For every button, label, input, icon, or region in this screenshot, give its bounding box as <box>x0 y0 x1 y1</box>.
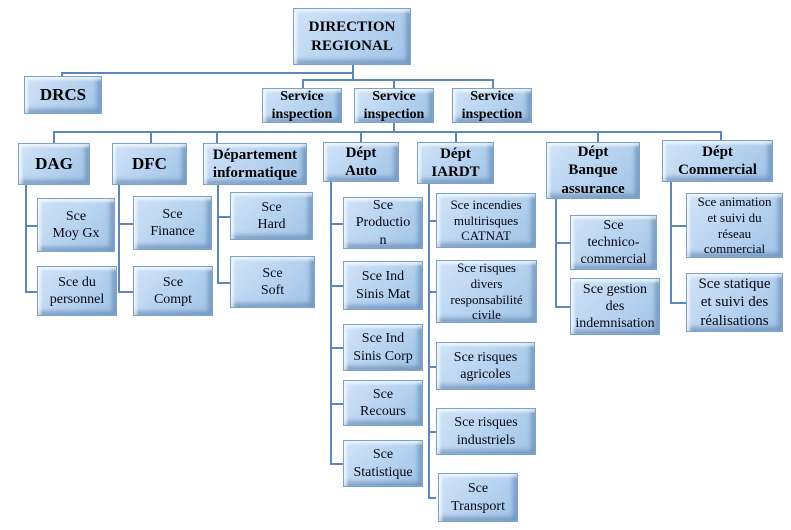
connector-line-vertical <box>492 79 494 88</box>
org-box-risques-divers: Sce risques divers responsabilité civile <box>436 260 537 323</box>
org-box-dag: DAG <box>18 143 90 185</box>
connector-line-horizontal <box>555 306 570 308</box>
connector-line-horizontal <box>670 302 686 304</box>
connector-line-vertical <box>393 123 395 131</box>
org-box-transport: Sce Transport <box>438 473 518 522</box>
org-box-gestion: Sce gestion des indemnisation <box>570 278 660 335</box>
connector-line-vertical <box>25 185 27 291</box>
org-box-ind-sinis-mat: Sce Ind Sinis Mat <box>343 261 423 310</box>
connector-line-horizontal <box>25 291 37 293</box>
connector-line-vertical <box>393 79 395 88</box>
org-box-finance: Sce Finance <box>133 196 212 250</box>
connector-line-horizontal <box>428 497 436 499</box>
connector-line-vertical <box>53 131 55 143</box>
connector-line-vertical <box>555 199 557 306</box>
org-box-incendies: Sce incendies multirisques CATNAT <box>436 193 536 248</box>
connector-line-vertical <box>118 185 120 292</box>
connector-line-horizontal <box>53 131 722 133</box>
org-box-inspection2: Service inspection <box>354 88 434 123</box>
org-box-inspection1: Service inspection <box>262 88 342 123</box>
connector-line-horizontal <box>555 242 570 244</box>
connector-line-horizontal <box>330 223 343 225</box>
connector-line-vertical <box>597 131 599 142</box>
org-box-commercial: Dépt Commercial <box>662 140 773 182</box>
connector-line-vertical <box>428 184 430 497</box>
org-box-personnel: Sce du personnel <box>37 266 117 316</box>
connector-line-horizontal <box>670 225 686 227</box>
connector-line-horizontal <box>330 463 343 465</box>
connector-line-horizontal <box>217 216 230 218</box>
org-box-hard: Sce Hard <box>230 192 313 240</box>
org-box-animation: Sce animation et suivi du réseau commerc… <box>686 193 783 258</box>
org-box-banque: Dépt Banque assurance <box>546 142 640 199</box>
org-box-dfc: DFC <box>112 143 187 185</box>
connector-line-horizontal <box>428 431 436 433</box>
connector-line-horizontal <box>428 291 436 293</box>
connector-line-vertical <box>61 72 63 77</box>
connector-line-vertical <box>330 182 332 463</box>
org-box-statique: Sce statique et suivi des réalisations <box>686 273 783 332</box>
connector-line-vertical <box>670 182 672 302</box>
org-box-technico: Sce technico- commercial <box>570 215 657 270</box>
org-box-risques-industriels: Sce risques industriels <box>436 408 536 455</box>
connector-line-vertical <box>216 131 218 143</box>
connector-line-vertical <box>302 79 304 88</box>
org-box-recours: Sce Recours <box>343 380 423 426</box>
org-box-direction: DIRECTION REGIONAL <box>293 8 411 65</box>
connector-line-horizontal <box>330 285 343 287</box>
org-box-moy-gx: Sce Moy Gx <box>37 198 115 252</box>
org-box-ind-sinis-corp: Sce Ind Sinis Corp <box>343 324 423 371</box>
connector-line-horizontal <box>118 223 133 225</box>
org-box-risques-agricoles: Sce risques agricoles <box>436 342 535 390</box>
connector-line-horizontal <box>330 347 343 349</box>
connector-line-vertical <box>720 131 722 140</box>
connector-line-horizontal <box>302 79 494 81</box>
org-box-iardt: Dépt IARDT <box>417 142 494 184</box>
connector-line-horizontal <box>330 403 343 405</box>
org-box-drcs: DRCS <box>24 76 102 114</box>
org-box-inspection3: Service inspection <box>452 88 532 123</box>
connector-line-vertical <box>217 185 219 282</box>
connector-line-vertical <box>150 131 152 143</box>
org-box-statistique: Sce Statistique <box>343 440 423 487</box>
connector-line-horizontal <box>217 282 230 284</box>
org-box-informatique: Département informatique <box>203 143 307 185</box>
connector-line-horizontal <box>428 220 436 222</box>
connector-line-horizontal <box>118 291 133 293</box>
connector-line-horizontal <box>25 225 37 227</box>
connector-line-horizontal <box>61 72 354 74</box>
connector-line-horizontal <box>428 366 436 368</box>
connector-line-vertical <box>360 131 362 142</box>
connector-line-vertical <box>455 131 457 142</box>
org-box-production: Sce Productio n <box>343 197 423 249</box>
org-box-compt: Sce Compt <box>133 266 213 316</box>
org-box-auto: Dépt Auto <box>323 142 399 182</box>
org-box-soft: Sce Soft <box>230 256 315 308</box>
